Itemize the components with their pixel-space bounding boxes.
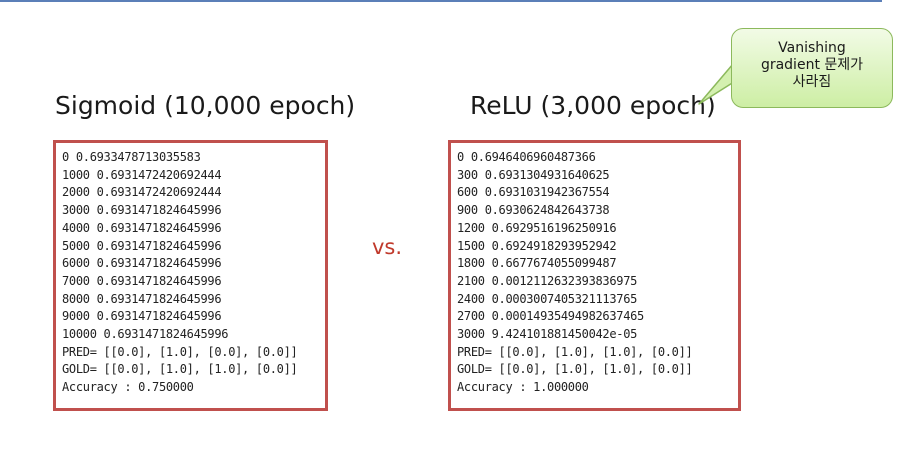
speech-bubble-callout: Vanishing gradient 문제가 사라짐 — [731, 28, 893, 108]
relu-heading: ReLU (3,000 epoch) — [470, 91, 716, 120]
callout-line: gradient 문제가 — [760, 57, 864, 73]
vs-label: vs. — [372, 235, 403, 259]
output-line: 2700 0.00014935494982637465 — [457, 309, 644, 324]
output-line: 7000 0.6931471824645996 — [62, 273, 222, 288]
output-line: 3000 9.424101881450042e-05 — [457, 327, 638, 342]
sigmoid-heading: Sigmoid (10,000 epoch) — [55, 91, 356, 120]
output-line: 2000 0.6931472420692444 — [62, 185, 222, 200]
output-line: 10000 0.6931471824645996 — [62, 327, 229, 342]
output-line: 1800 0.6677674055099487 — [457, 256, 617, 271]
pred-line: PRED= [[0.0], [1.0], [1.0], [0.0]] — [457, 344, 693, 359]
output-line: 3000 0.6931471824645996 — [62, 203, 222, 218]
output-line: 600 0.6931031942367554 — [457, 185, 610, 200]
relu-output-box: 0 0.6946406960487366 300 0.6931304931640… — [448, 140, 741, 411]
output-line: 0 0.6946406960487366 — [457, 150, 596, 164]
accuracy-line: Accuracy : 0.750000 — [62, 380, 194, 395]
output-line: 1000 0.6931472420692444 — [62, 167, 222, 182]
output-line: 9000 0.6931471824645996 — [62, 309, 222, 324]
sigmoid-output-box: 0 0.6933478713035583 1000 0.693147242069… — [53, 140, 328, 411]
pred-line: PRED= [[0.0], [1.0], [0.0], [0.0]] — [62, 344, 298, 359]
output-line: 2100 0.0012112632393836975 — [457, 273, 638, 288]
callout-line: 사라짐 — [792, 74, 832, 90]
accuracy-line: Accuracy : 1.000000 — [457, 380, 589, 395]
gold-line: GOLD= [[0.0], [1.0], [1.0], [0.0]] — [62, 362, 298, 377]
output-line: 900 0.6930624842643738 — [457, 203, 610, 218]
output-line: 6000 0.6931471824645996 — [62, 256, 222, 271]
output-line: 4000 0.6931471824645996 — [62, 220, 222, 235]
output-line: 1500 0.6924918293952942 — [457, 238, 617, 253]
output-line: 0 0.6933478713035583 — [62, 150, 201, 164]
gold-line: GOLD= [[0.0], [1.0], [1.0], [0.0]] — [457, 362, 693, 377]
output-line: 1200 0.6929516196250916 — [457, 220, 617, 235]
output-line: 8000 0.6931471824645996 — [62, 291, 222, 306]
output-line: 300 0.6931304931640625 — [457, 167, 610, 182]
callout-line: Vanishing — [778, 40, 846, 56]
output-line: 5000 0.6931471824645996 — [62, 238, 222, 253]
output-line: 2400 0.0003007405321113765 — [457, 291, 638, 306]
top-rule — [0, 0, 882, 2]
